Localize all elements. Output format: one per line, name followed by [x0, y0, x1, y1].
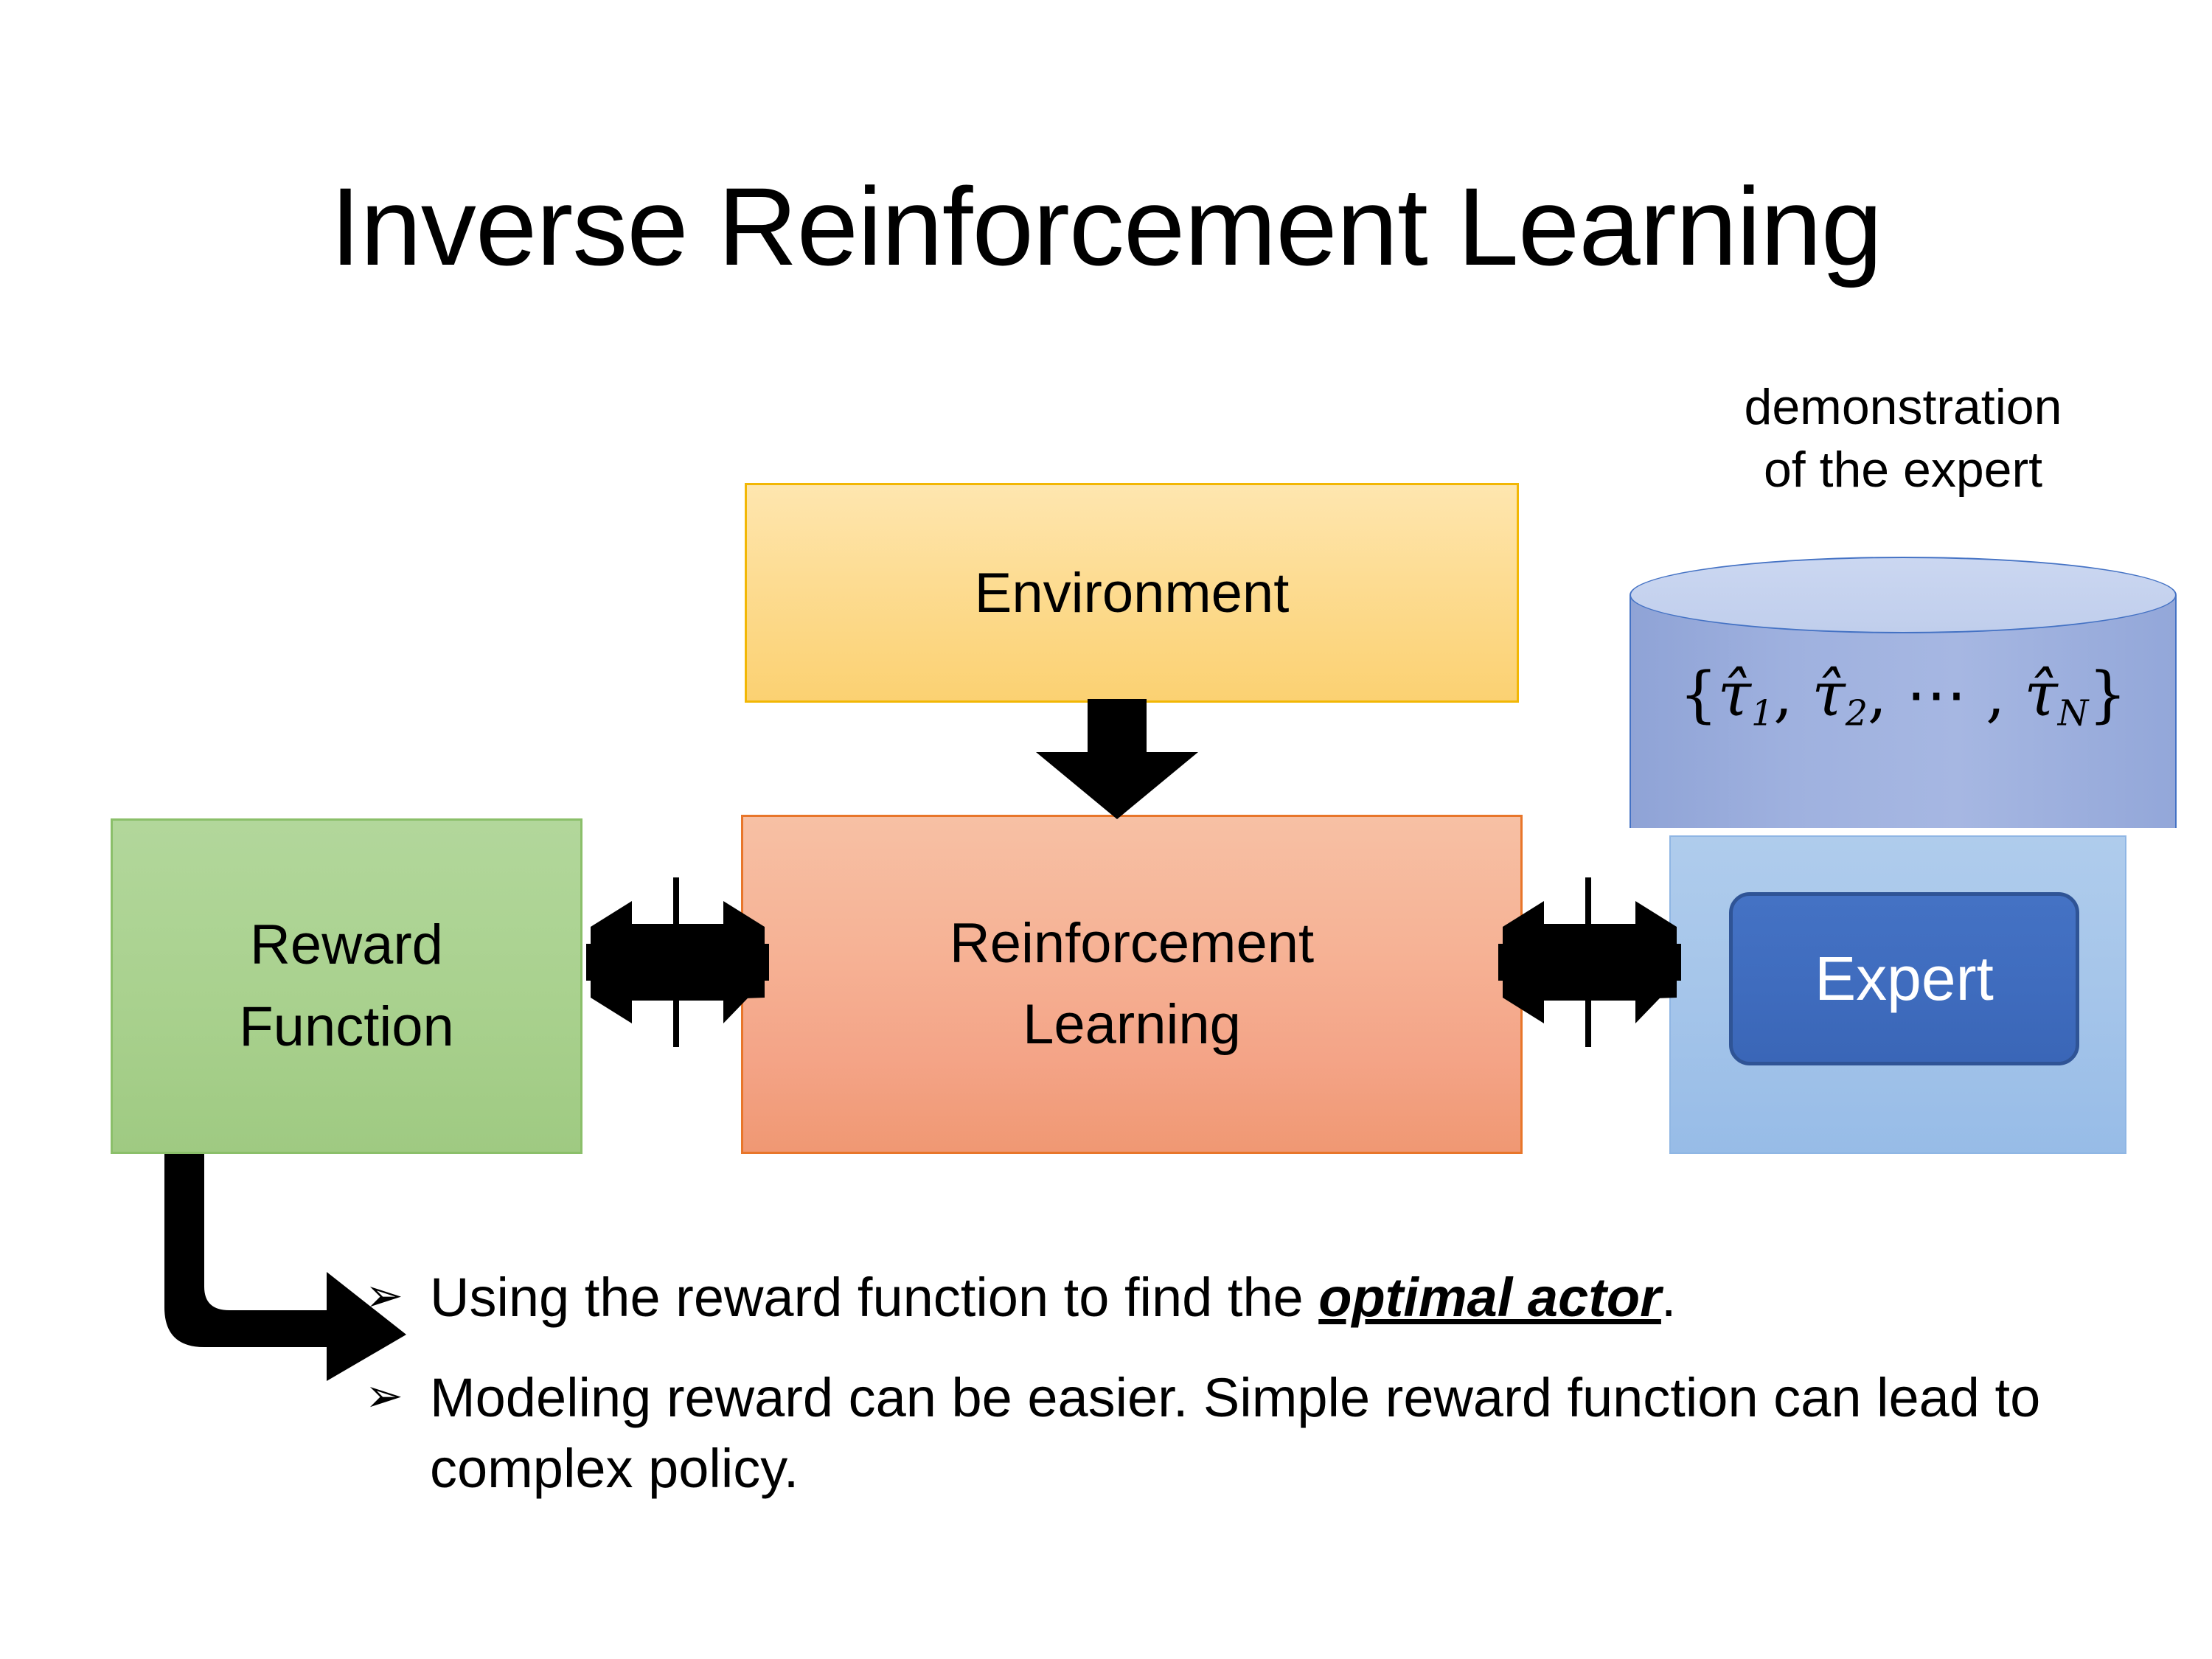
- tau-1-index: 1: [1751, 693, 1774, 734]
- demonstration-caption: demonstration of the expert: [1630, 376, 2177, 501]
- elbow-arrow-icon: [159, 1154, 409, 1382]
- reward-function-label-line1: Reward: [250, 914, 443, 977]
- separator-1: ,: [1773, 660, 1812, 730]
- down-arrow-icon: [1032, 699, 1202, 821]
- reinforcement-learning-label-line1: Reinforcement: [949, 911, 1315, 975]
- four-way-arrow-icon: [586, 874, 771, 1051]
- tau-n: τ̂: [2024, 660, 2058, 730]
- bullet-1-emphasis: optimal actor: [1318, 1267, 1661, 1328]
- environment-node[interactable]: Environment: [745, 483, 1519, 703]
- trajectory-set-formula: {τ̂1, τ̂2, ⋯ , τ̂N}: [1630, 660, 2177, 734]
- arrow-bullet-icon: ➢: [365, 1268, 403, 1322]
- page-title: Inverse Reinforcement Learning: [330, 164, 1883, 288]
- set-close-brace: }: [2088, 660, 2127, 730]
- tau-2: τ̂: [1812, 660, 1846, 730]
- demonstration-caption-line1: demonstration: [1744, 379, 2062, 435]
- reinforcement-learning-label-line2: Learning: [1023, 993, 1241, 1056]
- bullet-text-2: Modeling reward can be easier. Simple re…: [430, 1367, 2041, 1500]
- tau-2-index: 2: [1845, 693, 1868, 734]
- cylinder-body: [1630, 595, 2177, 828]
- reward-function-node[interactable]: Reward Function: [111, 818, 582, 1154]
- list-item: ➢ Using the reward function to find the …: [365, 1262, 2098, 1333]
- reward-function-label-line2: Function: [239, 995, 454, 1058]
- reinforcement-learning-node[interactable]: Reinforcement Learning: [741, 815, 1523, 1154]
- separator-2: , ⋯ ,: [1868, 660, 2025, 730]
- bullet-1-prefix: Using the reward function to find the: [430, 1267, 1319, 1328]
- arrow-bullet-icon: ➢: [365, 1368, 403, 1423]
- cylinder-top-ellipse: [1630, 557, 2177, 633]
- bullet-1-suffix: .: [1660, 1267, 1677, 1328]
- demonstration-caption-line2: of the expert: [1763, 442, 2043, 498]
- environment-label: Environment: [974, 561, 1290, 625]
- bullet-list: ➢ Using the reward function to find the …: [365, 1262, 2098, 1534]
- expert-node[interactable]: Expert: [1729, 892, 2079, 1065]
- bullet-text-1: Using the reward function to find the op…: [430, 1262, 2098, 1333]
- set-open-brace: {: [1679, 660, 1718, 730]
- tau-1: τ̂: [1717, 660, 1751, 730]
- tau-n-index: N: [2057, 693, 2089, 734]
- four-way-arrow-icon: [1498, 874, 1683, 1051]
- list-item: ➢ Modeling reward can be easier. Simple …: [365, 1363, 2098, 1504]
- demonstration-cylinder: {τ̂1, τ̂2, ⋯ , τ̂N}: [1630, 557, 2177, 866]
- expert-label: Expert: [1815, 944, 1994, 1013]
